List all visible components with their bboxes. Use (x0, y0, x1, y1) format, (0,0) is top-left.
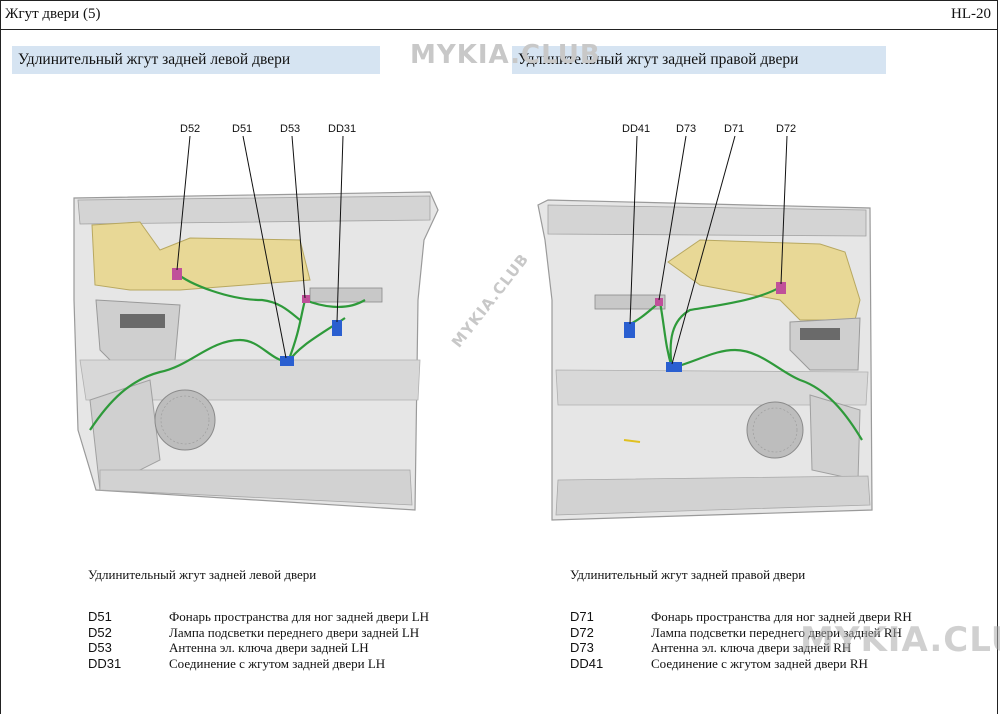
page-frame (0, 29, 998, 714)
left-door-panel (73, 135, 439, 511)
callout-d52: D52 (180, 123, 201, 135)
dd41-connector (624, 322, 635, 338)
d51-connector (280, 356, 294, 366)
watermark-bottom: MYKIA.CLUB (800, 620, 1000, 660)
callout-dd31: DD31 (328, 123, 357, 135)
page-header: Жгут двери (5) HL-20 (0, 0, 998, 30)
right-door-panel (537, 135, 873, 521)
dd31-connector (332, 320, 342, 336)
watermark-top: MYKIA.CLUB (410, 40, 601, 70)
callout-d53: D53 (280, 123, 301, 135)
callout-d72: D72 (776, 123, 797, 135)
right-caption: Удлинительный жгут задней правой двери (570, 567, 806, 582)
d73-connector (655, 298, 663, 306)
callout-d71: D71 (724, 123, 745, 135)
left-section-heading: Удлинительный жгут задней левой двери (12, 46, 380, 74)
left-caption: Удлинительный жгут задней левой двери (88, 567, 317, 582)
page-code: HL-20 (951, 6, 991, 22)
callout-d73: D73 (676, 123, 697, 135)
d72-connector (776, 282, 786, 294)
callout-d51: D51 (232, 123, 253, 135)
right-section-heading: Удлинительный жгут задней правой двери (512, 46, 886, 74)
d71-connector (666, 362, 682, 372)
page-title: Жгут двери (5) (5, 6, 101, 22)
callout-dd41: DD41 (622, 123, 651, 135)
d53-connector (302, 295, 310, 303)
d52-connector (172, 268, 182, 280)
